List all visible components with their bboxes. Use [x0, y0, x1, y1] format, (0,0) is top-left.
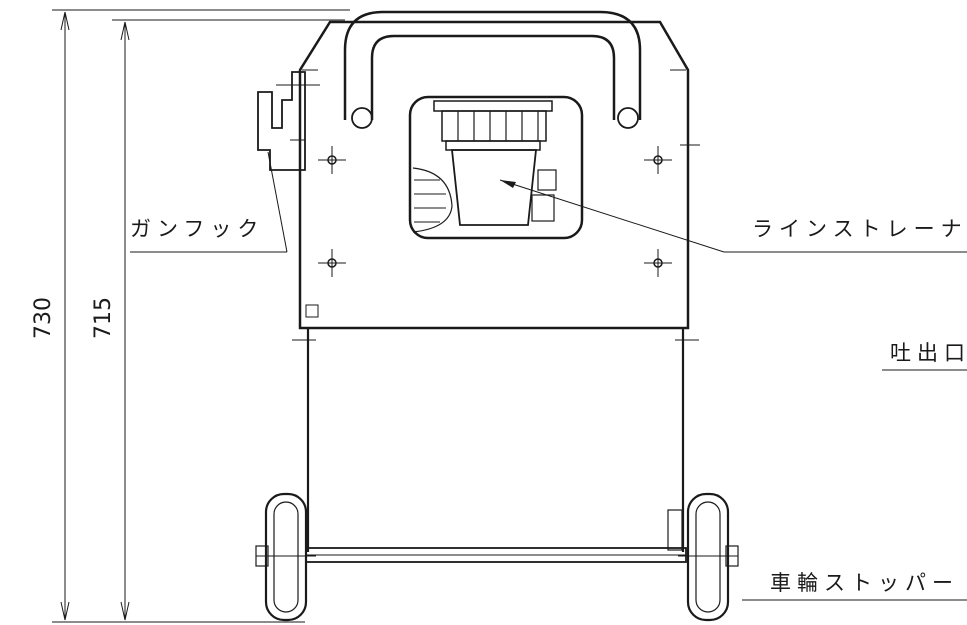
dimension-715-value: 715 — [91, 297, 116, 339]
label-line-strainer: ラインストレーナ — [499, 179, 967, 253]
label-line-strainer-text: ラインストレーナ — [752, 217, 967, 241]
label-gun-hook: ガンフック — [130, 151, 288, 253]
upper-body-panel — [298, 20, 690, 330]
dimension-715: 715 — [91, 19, 345, 623]
label-wheel-stopper-text: 車輪ストッパー — [770, 571, 959, 595]
strainer-window — [408, 95, 584, 240]
lower-frame — [292, 304, 699, 563]
label-wheel-stopper: 車輪ストッパー — [742, 571, 967, 601]
mount-mark-top-right — [644, 146, 672, 174]
label-gun-hook-text: ガンフック — [130, 217, 264, 241]
mount-mark-bottom-left — [318, 249, 346, 277]
mount-mark-bottom-right — [644, 249, 672, 277]
wheel-right — [678, 492, 739, 622]
mounting-marks — [318, 144, 700, 277]
label-discharge-port-text: 吐出口 — [890, 341, 967, 365]
dimension-730-value: 730 — [31, 297, 56, 339]
dimension-730: 730 — [31, 9, 350, 623]
mount-mark-top-left — [318, 146, 346, 174]
wheel-left — [255, 492, 316, 622]
handle — [343, 10, 642, 129]
label-discharge-port: 吐出口 — [882, 341, 967, 371]
gun-hook — [257, 71, 320, 171]
